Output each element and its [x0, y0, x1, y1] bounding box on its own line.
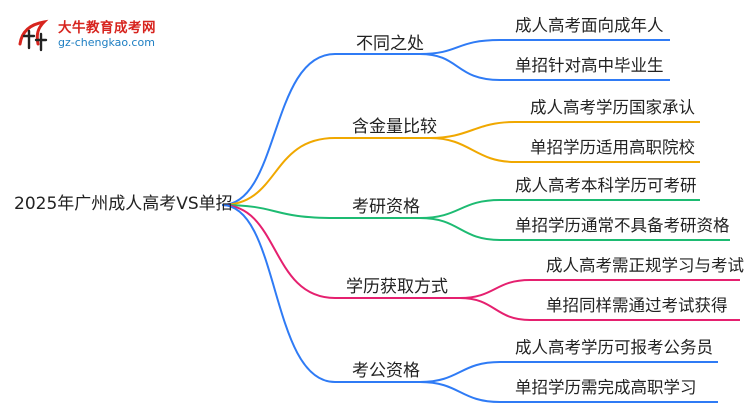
leaf-2-2: 单招学历适用高职院校: [530, 138, 695, 157]
logo-title: 大牛教育成考网: [58, 20, 156, 36]
edge-branch-4-leaf-1: [459, 279, 740, 299]
edge-branch-3-leaf-2: [419, 217, 730, 241]
leaf-3-2: 单招学历通常不具备考研资格: [515, 216, 730, 235]
branch-civil-service-eligibility: 考公资格: [352, 361, 420, 381]
leaf-5-1: 成人高考学历可报考公务员: [515, 338, 713, 357]
leaf-1-1: 成人高考面向成年人: [515, 16, 664, 35]
edge-branch-5-leaf-1: [419, 361, 718, 383]
root-node: 2025年广州成人高考VS单招: [14, 194, 233, 214]
edge-branch-1-leaf-1: [419, 39, 670, 55]
branch-value-comparison: 含金量比较: [352, 117, 437, 137]
leaf-1-2: 单招针对高中毕业生: [515, 56, 664, 75]
site-logo[interactable]: 大牛教育成考网 gz-chengkao.com: [14, 14, 204, 54]
edge-branch-5-leaf-2: [419, 381, 718, 403]
edge-root-branch-4: [221, 204, 460, 299]
edge-branch-4-leaf-2: [459, 297, 740, 321]
leaf-5-2: 单招学历需完成高职学习: [515, 378, 697, 397]
leaf-3-1: 成人高考本科学历可考研: [515, 176, 697, 195]
edge-root-branch-5: [221, 204, 420, 383]
edge-branch-2-leaf-2: [429, 137, 700, 163]
edge-branch-3-leaf-1: [419, 199, 700, 219]
edge-root-branch-2: [221, 137, 430, 206]
edge-root-branch-3: [221, 204, 420, 219]
leaf-4-2: 单招同样需通过考试获得: [546, 296, 728, 315]
branch-postgrad-eligibility: 考研资格: [352, 197, 420, 217]
branch-degree-acquisition: 学历获取方式: [346, 277, 448, 297]
leaf-2-1: 成人高考学历国家承认: [530, 98, 695, 117]
bull-logo-icon: [18, 19, 49, 52]
edge-root-branch-1: [221, 53, 420, 206]
leaf-4-1: 成人高考需正规学习与考试: [546, 256, 744, 275]
logo-url: gz-chengkao.com: [58, 36, 155, 49]
branch-differences: 不同之处: [356, 34, 424, 54]
edge-branch-1-leaf-2: [419, 53, 670, 81]
edge-branch-2-leaf-1: [429, 121, 700, 139]
